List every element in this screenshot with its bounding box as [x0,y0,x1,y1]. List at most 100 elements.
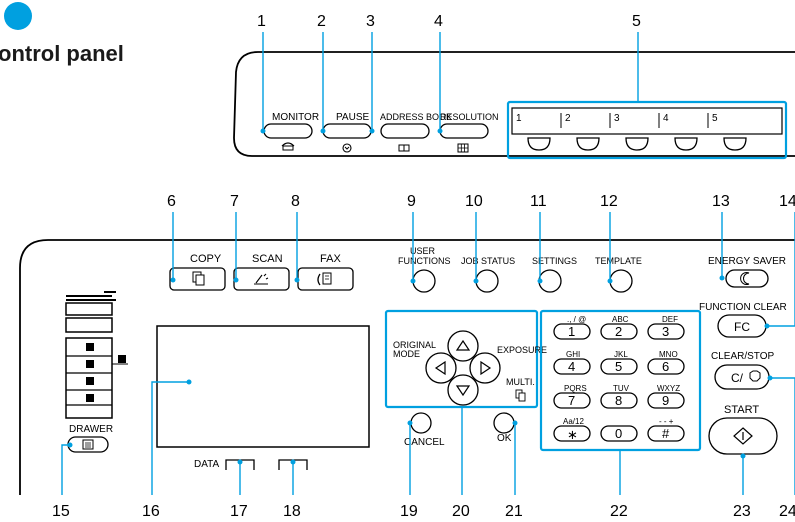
key-3-sublabel: DEF [662,315,678,324]
onetouch-button-2[interactable] [576,137,600,151]
key-1-digit: 1 [568,324,575,339]
right-arrow-button[interactable] [469,352,501,384]
callout-11: 11 [530,193,547,210]
paper-drawer-illustration [65,291,128,419]
grid-icon [457,143,469,153]
up-arrow-button[interactable] [447,330,479,362]
template-label: TEMPLATE [595,256,642,266]
callout-13: 13 [712,193,730,210]
key-4[interactable] [553,358,591,375]
key-0[interactable] [600,425,638,442]
stop-icon [749,370,761,382]
onetouch-3-label: 3 [614,113,620,124]
callout-1: 1 [257,13,266,30]
down-arrow-button[interactable] [447,374,479,406]
key-2[interactable] [600,323,638,340]
original-mode-label-2: MODE [393,349,420,359]
callout-23: 23 [733,503,751,520]
user-functions-label-2: FUNCTIONS [398,256,451,266]
cancel-button[interactable] [410,412,432,434]
key-hash-sublabel: - - + [659,417,674,426]
key-1[interactable] [553,323,591,340]
key-1-sublabel: ., / @ [567,315,586,324]
onetouch-button-1[interactable] [527,137,551,151]
book-icon [398,144,410,152]
left-arrow-button[interactable] [425,352,457,384]
key-6[interactable] [647,358,685,375]
cancel-label: CANCEL [404,437,445,448]
left-arrow-icon [434,360,446,376]
resolution-button[interactable] [439,123,489,139]
callout-12: 12 [600,193,618,210]
fax-icon [317,272,332,286]
start-icon [733,427,753,445]
job-status-label: JOB STATUS [461,256,515,266]
onetouch-4-label: 4 [663,113,669,124]
drawer-icon [82,439,94,450]
key-2-sublabel: ABC [612,315,629,324]
key-8-digit: 8 [615,393,622,408]
key-star[interactable] [553,425,591,442]
fc-glyph: FC [734,320,750,334]
data-label: DATA [194,459,220,470]
main-panel-outline [19,239,795,495]
key-star-digit: ∗ [567,427,578,442]
multi-icon [515,389,526,402]
drawer-button[interactable] [67,436,109,453]
callout-20: 20 [452,503,470,520]
function-clear-label: FUNCTION CLEAR [699,302,787,313]
monitor-button[interactable] [263,123,313,139]
user-functions-label-1: USER [410,246,436,256]
callout-3: 3 [366,13,375,30]
template-button[interactable] [609,269,633,293]
key-3[interactable] [647,323,685,340]
onetouch-button-4[interactable] [674,137,698,151]
job-status-button[interactable] [475,269,499,293]
ok-button[interactable] [493,412,515,434]
callout-10: 10 [465,193,483,210]
key-5[interactable] [600,358,638,375]
key-9[interactable] [647,392,685,409]
callout-4: 4 [434,13,443,30]
user-functions-button[interactable] [412,269,436,293]
scanner-icon [254,273,269,285]
callout-18: 18 [283,503,301,520]
title-badge [4,2,32,30]
drawer-label: DRAWER [69,424,113,435]
callout-15: 15 [52,503,70,520]
energy-saver-button[interactable] [725,269,769,288]
key-5-sublabel: JKL [614,350,628,359]
key-6-sublabel: MNO [659,350,678,359]
key-8[interactable] [600,392,638,409]
address-book-label: ADDRESS BOOK [380,112,452,122]
key-0-digit: 0 [615,426,622,441]
key-7[interactable] [553,392,591,409]
copy-icon [192,271,205,286]
upper-leader-lines [260,32,639,134]
key-2-digit: 2 [615,324,622,339]
callout-14: 14 [779,193,795,210]
key-hash[interactable] [647,425,685,442]
telephone-icon [281,142,295,151]
callout-21: 21 [505,503,523,520]
lcd-display [156,325,370,448]
scan-button[interactable] [233,267,290,291]
callout-5: 5 [632,13,641,30]
callout-22: 22 [610,503,628,520]
key-9-digit: 9 [662,393,669,408]
one-touch-dividers [560,113,709,128]
onetouch-button-3[interactable] [625,137,649,151]
one-touch-keys-frame [506,100,788,160]
callout-16: 16 [142,503,160,520]
callout-19: 19 [400,503,418,520]
address-book-button[interactable] [380,123,430,139]
page-title: ontrol panel [0,41,124,66]
pause-button[interactable] [322,123,372,139]
keypad: ., / @ 1 ABC 2 DEF 3 GHI 4 JKL 5 MNO 6 P… [553,315,685,442]
callout-7: 7 [230,193,239,210]
right-arrow-icon [480,360,492,376]
key-6-digit: 6 [662,359,669,374]
onetouch-button-5[interactable] [723,137,747,151]
callout-8: 8 [291,193,300,210]
